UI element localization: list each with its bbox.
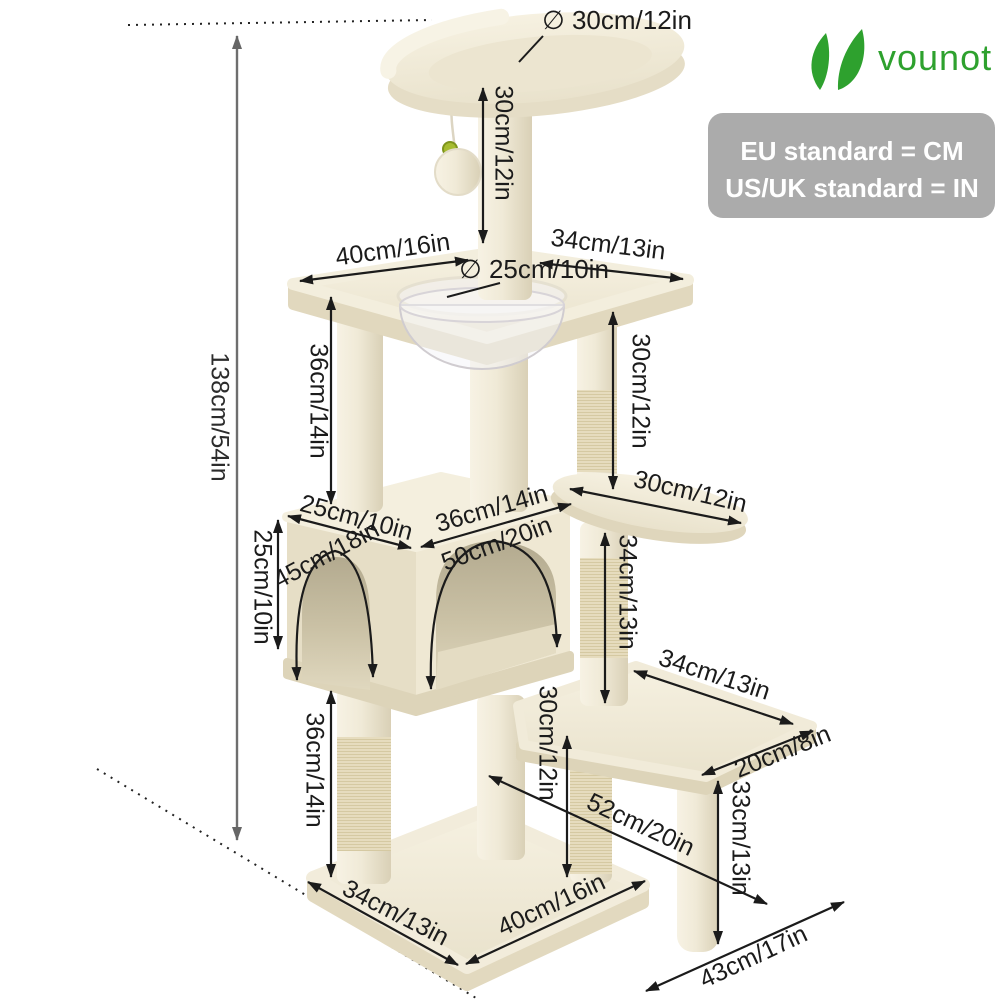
standards-badge: EU standard = CM US/UK standard = IN <box>708 113 995 218</box>
dimension-label: ∅ 30cm/12in <box>542 5 692 35</box>
dimension-label: 25cm/10in <box>248 529 276 644</box>
house-left-arch-opening <box>302 557 370 690</box>
top-extension-dotted-line <box>127 19 433 26</box>
top-perch <box>380 8 685 118</box>
dimension-total-height: 138cm/54in <box>205 35 242 841</box>
dimension-label: 30cm/12in <box>489 85 517 200</box>
dimension-label: ∅ 25cm/10in <box>459 254 609 284</box>
brand-logo: vounot <box>811 29 992 90</box>
brand-name: vounot <box>878 37 992 78</box>
dimension-label: 33cm/13in <box>726 780 754 895</box>
dimension-top-post-height: 30cm/12in <box>478 85 517 244</box>
dimension-rear-leg-height: 33cm/13in <box>713 780 754 945</box>
dimension-label: 36cm/14in <box>304 343 332 458</box>
badge-background <box>708 113 995 218</box>
badge-line-cm: EU standard = CM <box>740 136 963 166</box>
vounot-logo-icon <box>811 29 865 90</box>
dimension-label: 138cm/54in <box>205 352 233 481</box>
top-post <box>478 86 532 300</box>
dimension-label: 34cm/13in <box>613 534 641 649</box>
dimension-label: 36cm/14in <box>300 712 328 827</box>
dimension-bowl-diameter: ∅ 25cm/10in <box>446 254 609 298</box>
dimension-house-height: 25cm/10in <box>248 519 283 650</box>
dimension-lower-left-post-height: 36cm/14in <box>300 690 336 878</box>
dimension-label: 30cm/12in <box>626 333 654 448</box>
toy-ball <box>434 148 482 196</box>
transparent-dome-bowl <box>398 287 566 370</box>
dimension-label: 30cm/12in <box>533 685 561 800</box>
dimension-right-post-height: 30cm/12in <box>608 311 654 490</box>
dimension-middle-post-height: 34cm/13in <box>600 532 641 704</box>
dimension-top-perch-diameter: ∅ 30cm/12in <box>518 5 692 63</box>
badge-line-in: US/UK standard = IN <box>725 173 979 203</box>
dimension-floor-depth: 43cm/17in <box>645 900 845 994</box>
dimension-left-post-height: 36cm/14in <box>304 296 336 505</box>
